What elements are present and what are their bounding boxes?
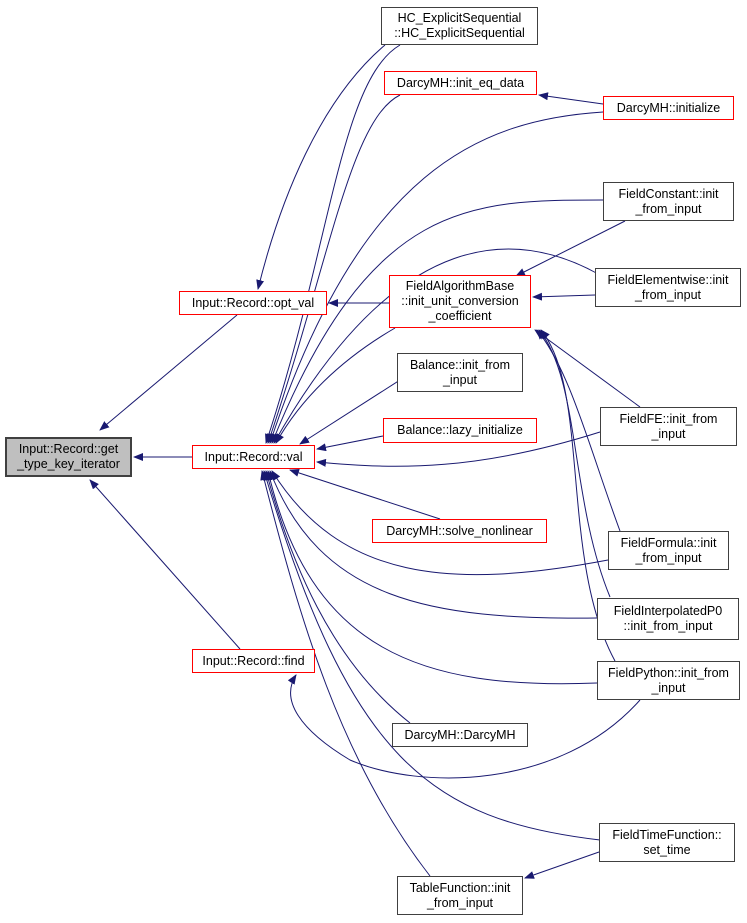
node-darcymh-constructor[interactable]: DarcyMH::DarcyMH — [392, 723, 528, 747]
edge-field_time-table_function — [524, 851, 600, 879]
edge-field_elementwise-fab — [532, 292, 596, 301]
edge-initialize-init_eq_data — [538, 92, 604, 105]
edge-balance_init-val — [299, 379, 401, 445]
node-darcymh-initialize[interactable]: DarcyMH::initialize — [603, 96, 734, 120]
edge-field_fe-val — [316, 431, 601, 467]
node-fieldtimefunction-set-time[interactable]: FieldTimeFunction:: set_time — [599, 823, 735, 862]
edge-field_interp-val — [269, 470, 598, 619]
edge-field_constant-fab — [515, 220, 626, 277]
edge-field_formula-val — [271, 470, 609, 576]
edge-field_python-find — [287, 674, 641, 779]
node-tablefunction-init[interactable]: TableFunction::init _from_input — [397, 876, 523, 915]
node-fieldconstant-init[interactable]: FieldConstant::init _from_input — [603, 182, 734, 221]
edge-balance_lazy-val — [316, 435, 384, 452]
node-get-type-key-iterator[interactable]: Input::Record::get _type_key_iterator — [5, 437, 132, 477]
edge-field_constant-val — [271, 199, 604, 444]
edge-table_function-val — [260, 470, 431, 877]
edge-field_time-val — [262, 470, 601, 841]
node-fieldalgorithmbase-init-unit[interactable]: FieldAlgorithmBase ::init_unit_conversio… — [389, 275, 531, 328]
edge-field_fe-fab — [534, 329, 641, 408]
node-darcymh-solve-nonlinear[interactable]: DarcyMH::solve_nonlinear — [372, 519, 547, 543]
node-balance-lazy-initialize[interactable]: Balance::lazy_initialize — [383, 418, 537, 443]
edge-darcy_ctor-val — [264, 470, 411, 724]
edge-hc-opt_val — [256, 44, 386, 290]
node-record-val[interactable]: Input::Record::val — [192, 445, 315, 469]
node-record-find[interactable]: Input::Record::find — [192, 649, 315, 673]
node-fieldpython-init[interactable]: FieldPython::init_from _input — [597, 661, 740, 700]
node-balance-init-from-input[interactable]: Balance::init_from _input — [397, 353, 523, 392]
edge-field_elementwise-val — [273, 248, 601, 444]
node-hc-explicit-sequential[interactable]: HC_ExplicitSequential ::HC_ExplicitSeque… — [381, 7, 538, 45]
edge-solve_nonlinear-val — [289, 468, 441, 520]
edge-field_formula-fab — [536, 329, 621, 532]
edge-opt_val-root — [99, 314, 238, 431]
edge-init_eq_data-val — [267, 94, 401, 444]
node-fieldelementwise-init[interactable]: FieldElementwise::init _from_input — [595, 268, 741, 307]
edge-initialize-val — [269, 111, 604, 444]
node-fieldformula-init[interactable]: FieldFormula::init _from_input — [608, 531, 729, 570]
edge-fab-val — [275, 327, 396, 444]
edge-hc-val — [265, 44, 401, 444]
edge-field_interp-fab — [538, 329, 611, 598]
node-fieldinterpolatedp0-init[interactable]: FieldInterpolatedP0 ::init_from_input — [597, 598, 739, 640]
node-fieldfe-init[interactable]: FieldFE::init_from _input — [600, 407, 737, 446]
node-darcymh-init-eq-data[interactable]: DarcyMH::init_eq_data — [384, 71, 537, 95]
node-record-opt-val[interactable]: Input::Record::opt_val — [179, 291, 327, 315]
edge-field_python-val — [266, 470, 598, 685]
edge-find-root — [89, 479, 241, 650]
